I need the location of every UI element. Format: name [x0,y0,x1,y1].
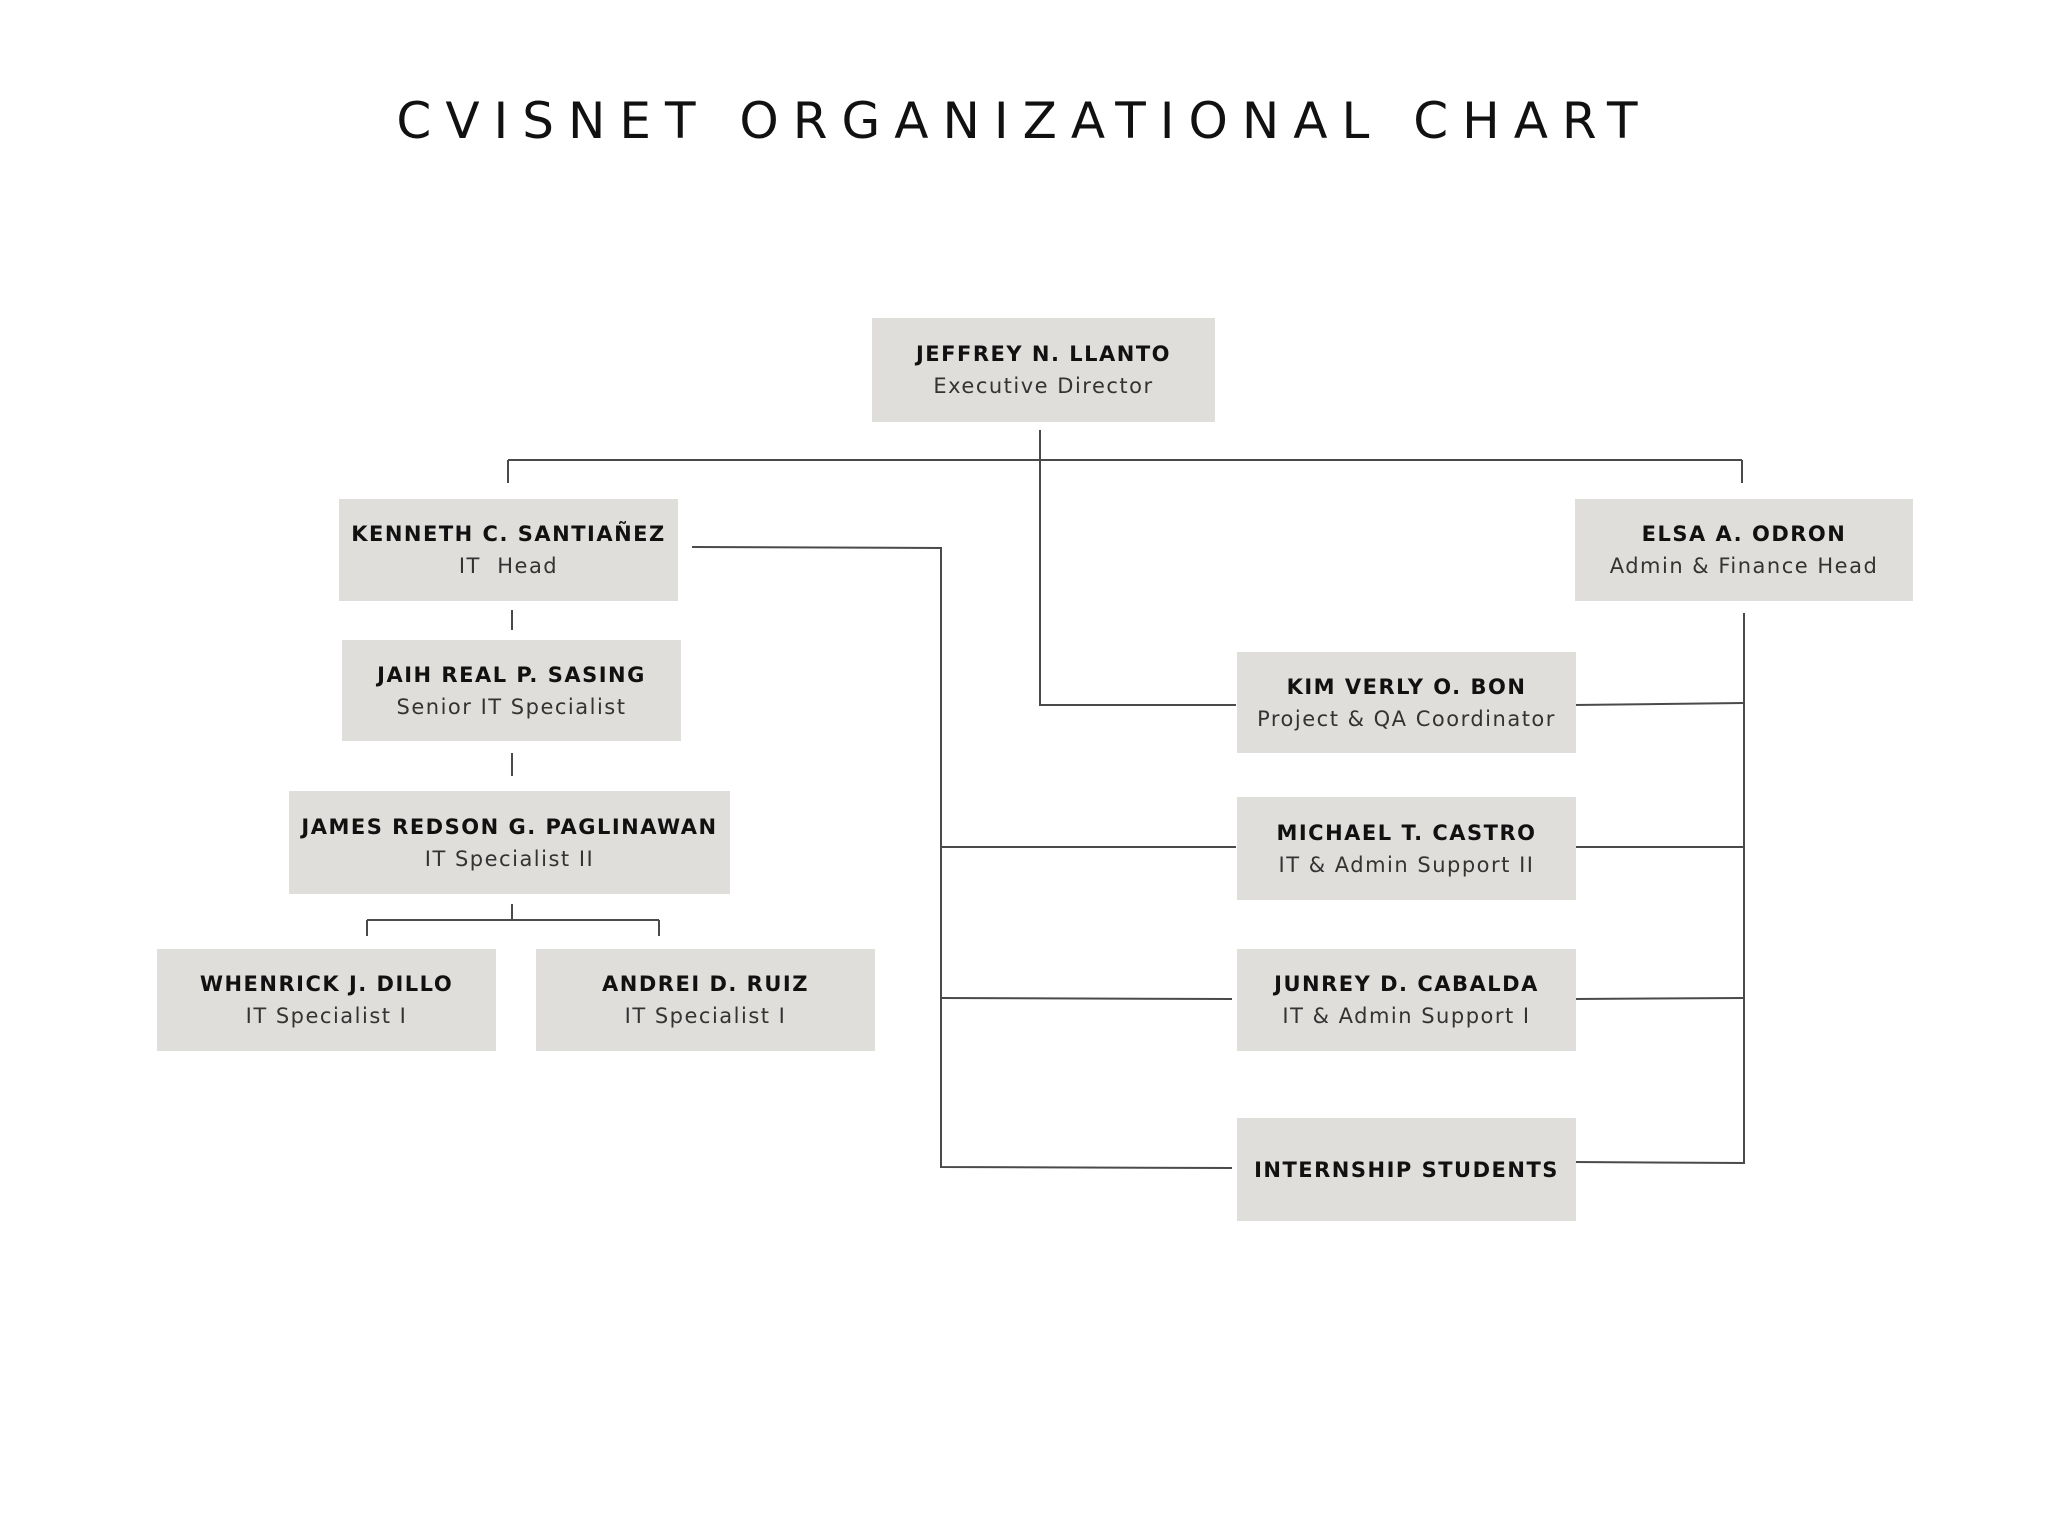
box-executive-director: JEFFREY N. LLANTO Executive Director [872,318,1215,422]
dillo-role: IT Specialist I [245,1004,408,1028]
dillo-name: WHENRICK J. DILLO [199,972,454,996]
box-it-specialist-1-ruiz: ANDREI D. RUIZ IT Specialist I [536,949,875,1051]
it-admin-support-1-role: IT & Admin Support I [1282,1004,1531,1028]
box-internship-students: INTERNSHIP STUDENTS [1237,1118,1576,1221]
senior-it-specialist-name: JAIH REAL P. SASING [377,662,646,687]
it-head-role: IT Head [458,554,559,578]
it-specialist-2-role: IT Specialist II [424,846,595,871]
internship-students-label: INTERNSHIP STUDENTS [1254,1157,1559,1182]
connector-head-to-support [691,546,1233,1169]
ruiz-role: IT Specialist I [624,1004,787,1028]
it-admin-support-2-role: IT & Admin Support II [1278,852,1535,877]
box-project-qa-coordinator: KIM VERLY O. BON Project & QA Coordinato… [1237,652,1576,753]
admin-finance-head-name: ELSA A. ODRON [1641,522,1847,546]
executive-director-role: Executive Director [933,374,1154,398]
box-it-specialist-2: JAMES REDSON G. PAGLINAWAN IT Specialist… [289,791,730,894]
box-it-specialist-1-dillo: WHENRICK J. DILLO IT Specialist I [157,949,496,1051]
connector-admin-to-cabalda [1573,997,1745,1000]
connector-admin-to-support [1573,613,1745,1165]
connector-director-to-bon [1039,460,1236,706]
box-senior-it-specialist: JAIH REAL P. SASING Senior IT Specialist [342,640,681,741]
executive-director-name: JEFFREY N. LLANTO [915,342,1171,366]
senior-it-specialist-role: Senior IT Specialist [396,694,627,719]
box-it-admin-support-2: MICHAEL T. CASTRO IT & Admin Support II [1237,797,1576,900]
box-admin-finance-head: ELSA A. ODRON Admin & Finance Head [1575,499,1913,601]
connector-admin-to-bon [1573,702,1745,706]
project-qa-coordinator-role: Project & QA Coordinator [1257,706,1556,731]
connector-head-to-cabalda [940,997,1233,1000]
it-head-name: KENNETH C. SANTIAÑEZ [351,522,666,546]
it-specialist-2-name: JAMES REDSON G. PAGLINAWAN [301,814,718,839]
chart-title: CVISNET ORGANIZATIONAL CHART [396,92,1652,150]
admin-finance-head-role: Admin & Finance Head [1609,554,1879,578]
ruiz-name: ANDREI D. RUIZ [602,972,809,996]
it-admin-support-2-name: MICHAEL T. CASTRO [1276,820,1537,845]
box-it-admin-support-1: JUNREY D. CABALDA IT & Admin Support I [1237,949,1576,1051]
it-admin-support-1-name: JUNREY D. CABALDA [1274,972,1539,996]
project-qa-coordinator-name: KIM VERLY O. BON [1286,674,1527,699]
box-it-head: KENNETH C. SANTIAÑEZ IT Head [339,499,678,601]
